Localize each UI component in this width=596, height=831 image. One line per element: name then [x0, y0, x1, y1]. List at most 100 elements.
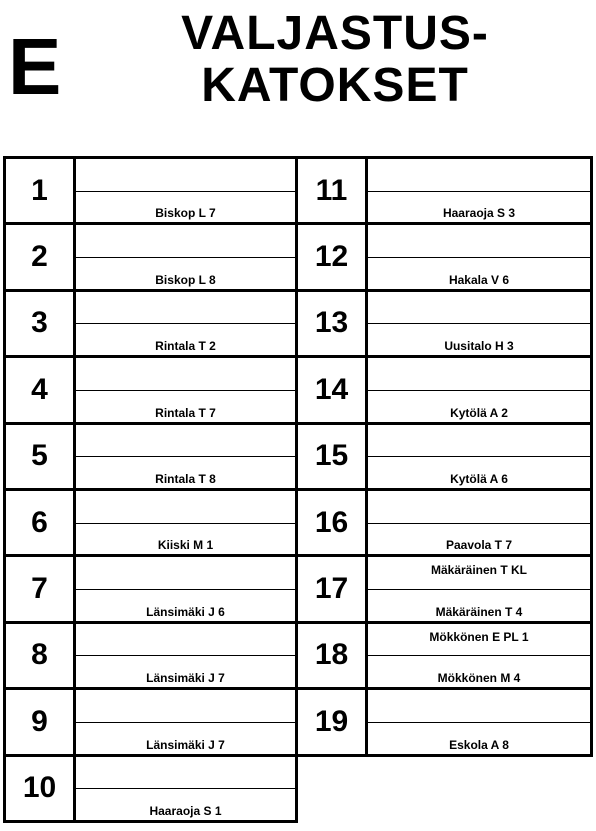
stall-box: 17 Mäkäräinen T KL Mäkäräinen T 4 — [295, 554, 593, 624]
divider-line — [76, 190, 295, 192]
stall-number: 2 — [6, 225, 76, 289]
title-line-1: VALJASTUS- — [181, 7, 489, 60]
stall-number: 3 — [6, 291, 76, 356]
divider-line — [368, 655, 590, 657]
divider-line — [368, 257, 590, 259]
divider-line — [76, 522, 295, 524]
stall-entry: Haaraoja S 1 — [76, 757, 295, 820]
stall-entry: Länsimäki J 6 — [76, 557, 295, 620]
stall-entry: Hakala V 6 — [368, 225, 590, 288]
stall-entry: Rintala T 2 — [76, 292, 295, 355]
divider-line — [368, 721, 590, 723]
stall-entry: Mäkäräinen T KL Mäkäräinen T 4 — [368, 557, 590, 620]
stall-number: 8 — [6, 623, 76, 688]
stall-entry: Länsimäki J 7 — [76, 690, 295, 753]
divider-line — [76, 389, 295, 391]
stall-entry: Länsimäki J 7 — [76, 624, 295, 687]
page-title: VALJASTUS- KATOKSET — [140, 8, 530, 112]
section-letter: E — [8, 22, 62, 111]
divider-line — [76, 788, 295, 790]
stall-number: 4 — [6, 358, 76, 422]
stall-box: 18 Mökkönen E PL 1 Mökkönen M 4 — [295, 620, 593, 691]
stall-number: 18 — [298, 623, 368, 688]
stall-number: 13 — [298, 291, 368, 356]
stall-entry: Rintala T 7 — [76, 358, 295, 421]
stall-number: 7 — [6, 557, 76, 621]
stall-name-bottom: Rintala T 2 — [155, 339, 216, 354]
stall-name-bottom: Kytölä A 2 — [450, 405, 508, 420]
divider-line — [368, 589, 590, 591]
stall-name-bottom: Rintala T 7 — [155, 405, 216, 420]
stall-name-top: Mökkönen E PL 1 — [429, 629, 529, 644]
stall-name-bottom: Hakala V 6 — [448, 272, 510, 287]
stall-entry: Eskola A 8 — [368, 690, 590, 753]
stall-entry: Kytölä A 6 — [368, 425, 590, 488]
stall-number: 10 — [6, 756, 76, 820]
stall-name-bottom: Biskop L 7 — [155, 206, 216, 221]
stall-name-bottom: Länsimäki J 7 — [146, 671, 225, 686]
divider-line — [368, 323, 590, 325]
divider-line — [368, 456, 590, 458]
stall-entry: Biskop L 8 — [76, 225, 295, 288]
stall-entry: Kiiski M 1 — [76, 491, 295, 554]
stall-number: 15 — [298, 424, 368, 488]
stall-entry: Rintala T 8 — [76, 425, 295, 488]
stall-name-bottom: Länsimäki J 6 — [146, 604, 225, 619]
stall-name-bottom: Mökkönen M 4 — [437, 671, 521, 686]
stall-number: 5 — [6, 424, 76, 488]
stall-number: 11 — [298, 159, 368, 223]
stall-entry: Mökkönen E PL 1 Mökkönen M 4 — [368, 624, 590, 687]
stall-number: 6 — [6, 491, 76, 555]
stall-name-bottom: Rintala T 8 — [155, 471, 216, 486]
stall-number: 16 — [298, 491, 368, 555]
stall-entry: Kytölä A 2 — [368, 358, 590, 421]
stall-name-bottom: Paavola T 7 — [445, 538, 513, 553]
stall-number: 14 — [298, 358, 368, 422]
divider-line — [368, 389, 590, 391]
stall-name-bottom: Eskola A 8 — [449, 737, 509, 752]
stall-name-bottom: Haaraoja S 1 — [149, 803, 222, 818]
divider-line — [76, 721, 295, 723]
stall-number: 9 — [6, 690, 76, 754]
stall-name-bottom: Mäkäräinen T 4 — [435, 604, 523, 619]
stall-number: 12 — [298, 225, 368, 289]
stall-number: 19 — [298, 690, 368, 754]
divider-line — [368, 522, 590, 524]
divider-line — [76, 323, 295, 325]
divider-line — [368, 190, 590, 192]
stall-name-bottom: Biskop L 8 — [155, 272, 216, 287]
stall-entry: Uusitalo H 3 — [368, 292, 590, 355]
stall-name-bottom: Kiiski M 1 — [157, 538, 214, 553]
divider-line — [76, 655, 295, 657]
title-line-2: KATOKSET — [201, 59, 469, 112]
stall-entry: Biskop L 7 — [76, 159, 295, 222]
stall-name-bottom: Kytölä A 6 — [450, 471, 508, 486]
stall-entry: Haaraoja S 3 — [368, 159, 590, 222]
stall-name-bottom: Haaraoja S 3 — [442, 206, 516, 221]
divider-line — [76, 456, 295, 458]
stall-number: 17 — [298, 557, 368, 621]
divider-line — [76, 257, 295, 259]
stall-name-bottom: Uusitalo H 3 — [444, 339, 514, 354]
stall-name-bottom: Länsimäki J 7 — [146, 737, 225, 752]
stall-name-top: Mäkäräinen T KL — [430, 563, 528, 578]
stall-number: 1 — [6, 159, 76, 223]
stall-entry: Paavola T 7 — [368, 491, 590, 554]
